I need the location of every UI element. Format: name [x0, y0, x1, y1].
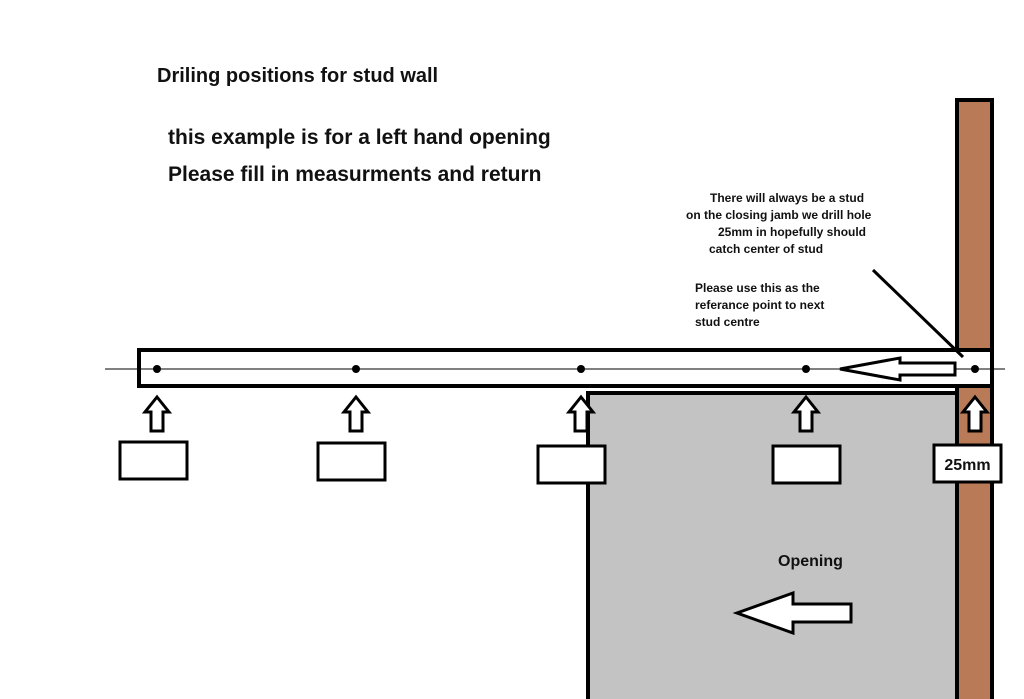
- stud-note-line-4: catch center of stud: [709, 242, 823, 256]
- reference-note-line-1: Please use this as the: [695, 281, 820, 295]
- drill-point: [577, 365, 585, 373]
- closing-jamb-stud: [955, 98, 994, 699]
- opening-area: [586, 391, 959, 699]
- measurement-box[interactable]: [771, 444, 842, 485]
- subtitle-line-1: this example is for a left hand opening: [168, 126, 551, 149]
- drill-point: [971, 365, 979, 373]
- reference-note-line-3: stud centre: [695, 315, 760, 329]
- measurement-box[interactable]: [932, 443, 1003, 484]
- up-arrow-icon: [340, 394, 372, 433]
- measurement-box[interactable]: [316, 441, 387, 482]
- subtitle-line-2: Please fill in measurments and return: [168, 163, 541, 186]
- measurement-box[interactable]: [536, 444, 607, 485]
- diagram-title: Driling positions for stud wall: [157, 65, 438, 87]
- stud-note-line-1: There will always be a stud: [710, 191, 864, 205]
- direction-arrow-left-icon: [839, 356, 957, 382]
- opening-direction-arrow-icon: [732, 590, 853, 636]
- measurement-box[interactable]: [118, 440, 189, 481]
- up-arrow-icon: [565, 394, 597, 433]
- measurement-value: 25mm: [944, 457, 990, 474]
- opening-label: Opening: [778, 553, 843, 570]
- drill-point: [153, 365, 161, 373]
- up-arrow-icon: [141, 394, 173, 433]
- drill-point: [352, 365, 360, 373]
- reference-note-line-2: referance point to next: [695, 298, 824, 312]
- drill-point: [802, 365, 810, 373]
- up-arrow-icon: [959, 394, 991, 433]
- up-arrow-icon: [790, 394, 822, 433]
- stud-note-line-2: on the closing jamb we drill hole: [686, 208, 872, 222]
- pointer-line: [871, 268, 965, 359]
- stud-note-line-3: 25mm in hopefully should: [718, 225, 866, 239]
